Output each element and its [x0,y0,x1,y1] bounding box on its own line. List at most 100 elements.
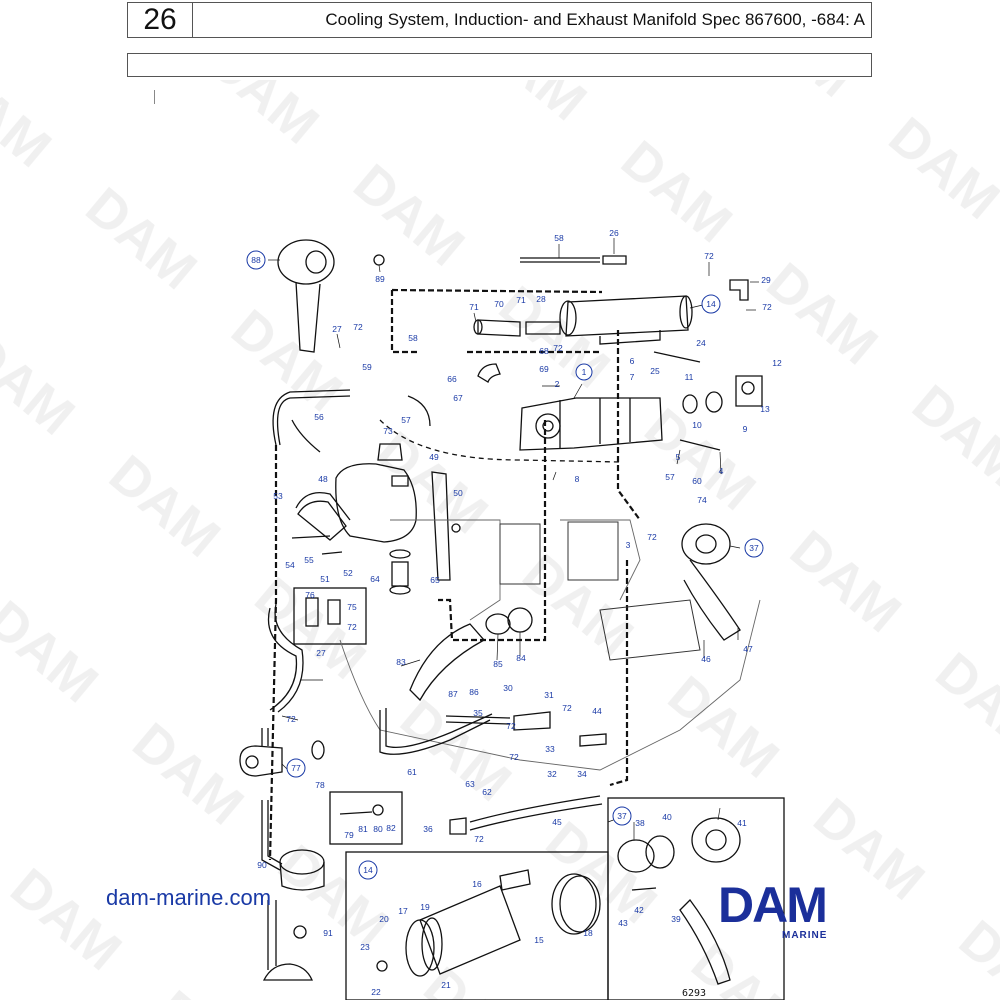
part-callout-64: 64 [370,574,380,584]
part-callout-32: 32 [547,769,557,779]
part-callout-86: 86 [469,687,479,697]
part-callout-31: 31 [544,690,554,700]
part-callout-28: 28 [536,294,546,304]
part-callout-73: 73 [383,426,393,436]
part-callout-67: 67 [453,393,463,403]
part-callout-91: 91 [323,928,333,938]
part-callout-58: 58 [408,333,418,343]
part-callout-80: 80 [373,824,383,834]
part-callout-87: 87 [448,689,458,699]
part-callout-77: 77 [291,763,301,773]
part-callout-37: 37 [749,543,759,553]
part-callout-70: 70 [494,299,504,309]
part-callout-72: 72 [286,714,296,724]
part-callout-11: 11 [685,372,694,382]
part-callout-72: 72 [509,752,519,762]
part-callout-72: 72 [553,343,563,353]
part-callout-58: 58 [554,233,564,243]
part-callout-10: 10 [692,420,702,430]
part-callout-90: 90 [257,860,267,870]
part-callout-2: 2 [555,379,560,389]
part-callout-9: 9 [743,424,748,434]
part-callout-48: 48 [318,474,328,484]
part-callout-54: 54 [285,560,295,570]
part-callout-29: 29 [761,275,771,285]
part-callout-72: 72 [347,622,357,632]
part-callout-72: 72 [353,322,363,332]
part-callout-27: 27 [316,648,326,658]
part-callout-40: 40 [662,812,672,822]
part-callout-50: 50 [453,488,463,498]
figure-number: 6293 [682,988,707,999]
part-callout-27: 27 [332,324,342,334]
part-callout-13: 13 [760,404,770,414]
part-callout-51: 51 [320,574,330,584]
part-callout-82: 82 [386,823,396,833]
part-callout-75: 75 [347,602,357,612]
part-callout-74: 74 [697,495,707,505]
part-callout-26: 26 [609,228,619,238]
part-callout-42: 42 [634,905,644,915]
part-callout-30: 30 [503,683,513,693]
part-callout-63: 63 [465,779,475,789]
part-callout-83: 83 [396,657,406,667]
part-callout-76: 76 [305,590,315,600]
part-callout-41: 41 [737,818,747,828]
part-callout-21: 21 [441,980,451,990]
part-callout-45: 45 [552,817,562,827]
part-callout-72: 72 [506,721,516,731]
part-callout-61: 61 [407,767,417,777]
part-callout-43: 43 [618,918,628,928]
part-callout-14: 14 [706,299,716,309]
page-title: Cooling System, Induction- and Exhaust M… [325,10,865,29]
part-callout-46: 46 [701,654,711,664]
part-callout-3: 3 [626,540,631,550]
part-callout-88: 88 [251,255,261,265]
page-header: 26 Cooling System, Induction- and Exhaus… [127,2,872,38]
part-callout-36: 36 [423,824,433,834]
part-callout-89: 89 [375,274,385,284]
part-callout-4: 4 [719,466,724,476]
diagram-linework [239,239,785,1000]
part-callout-66: 66 [447,374,457,384]
part-callout-60: 60 [692,476,702,486]
part-callout-39: 39 [671,914,681,924]
part-callout-25: 25 [650,366,660,376]
website-link[interactable]: dam-marine.com [106,885,272,910]
part-callout-7: 7 [630,372,635,382]
part-callout-24: 24 [696,338,706,348]
part-callout-38: 38 [635,818,645,828]
part-callout-57: 57 [665,472,675,482]
part-callout-6: 6 [630,356,635,366]
part-callout-22: 22 [371,987,381,997]
part-callout-62: 62 [482,787,492,797]
part-callout-20: 20 [379,914,389,924]
part-callout-15: 15 [534,935,544,945]
page-number: 26 [128,3,193,37]
part-callout-14: 14 [363,865,373,875]
part-callout-1: 1 [582,367,587,377]
part-callout-18: 18 [583,928,593,938]
part-callout-23: 23 [360,942,370,952]
part-callout-68: 68 [539,346,549,356]
part-callout-84: 84 [516,653,526,663]
part-callout-37: 37 [617,811,627,821]
part-callout-71: 71 [469,302,479,312]
part-callout-53: 53 [273,491,283,501]
part-callout-72: 72 [762,302,772,312]
part-callout-79: 79 [344,830,354,840]
part-callout-56: 56 [314,412,324,422]
part-callout-16: 16 [472,879,482,889]
part-callout-55: 55 [304,555,314,565]
part-callout-59: 59 [362,362,372,372]
part-callout-44: 44 [592,706,602,716]
part-callout-52: 52 [343,568,353,578]
part-callout-72: 72 [474,834,484,844]
part-callout-78: 78 [315,780,325,790]
leader-lines [268,238,759,840]
part-callout-19: 19 [420,902,430,912]
part-callout-72: 72 [704,251,714,261]
part-callout-72: 72 [562,703,572,713]
